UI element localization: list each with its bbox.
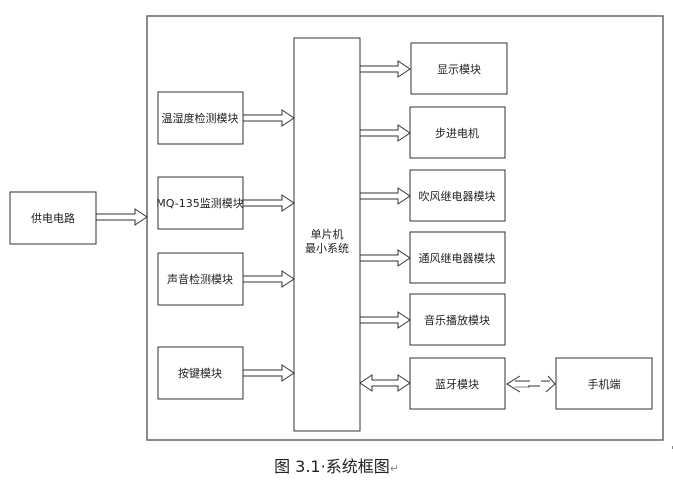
input-label-temp-humidity: 温湿度检测模块 — [162, 111, 239, 125]
power-arrow-shape — [95, 208, 148, 226]
output-label-blow-relay: 吹风继电器模块 — [419, 190, 496, 203]
input-block-mq135: MQ-135监测模块 — [156, 176, 244, 230]
power-supply-label: 供电电路 — [31, 211, 75, 225]
output-block-vent-relay: 通风继电器模块 — [409, 231, 506, 284]
arrow-mcu-to-music — [359, 311, 411, 329]
arrow-mcu-to-vent-relay — [359, 249, 411, 267]
mcu-label-line2: 最小系统 — [305, 242, 349, 255]
phone-label: 手机端 — [588, 377, 621, 391]
mcu-label-line1: 单片机 — [311, 227, 344, 241]
paragraph-mark: ↵ — [389, 462, 399, 475]
input-block-keys: 按键模块 — [157, 346, 244, 400]
power-arrow — [95, 208, 148, 226]
phone-block: 手机端 — [555, 357, 653, 410]
output-block-stepper: 步进电机 — [409, 106, 506, 159]
output-label-display: 显示模块 — [437, 63, 481, 76]
arrow-keys-to-mcu — [242, 364, 295, 382]
caption-text: 图 3.1·系统框图 — [274, 457, 390, 476]
wireless-arrowhead-right — [545, 375, 556, 393]
input-block-sound: 声音检测模块 — [157, 252, 244, 306]
input-label-sound: 声音检测模块 — [167, 272, 233, 286]
figure-caption: 图 3.1·系统框图↵ — [0, 453, 673, 477]
wireless-arrowhead-left — [506, 375, 521, 393]
output-arrows — [359, 60, 411, 392]
arrow-mq135-to-mcu — [242, 194, 295, 212]
mcu-block: 单片机 最小系统 — [293, 37, 361, 432]
power-supply-block: 供电电路 — [9, 191, 97, 245]
output-block-bluetooth: 蓝牙模块 — [409, 357, 506, 410]
output-label-vent-relay: 通风继电器模块 — [419, 252, 496, 265]
arrow-mcu-to-display — [359, 60, 411, 78]
output-label-stepper: 步进电机 — [435, 126, 479, 140]
arrow-temp-humidity-to-mcu — [242, 109, 295, 127]
input-label-mq135: MQ-135监测模块 — [156, 197, 243, 210]
wireless-link — [506, 375, 556, 393]
output-label-music: 音乐播放模块 — [424, 313, 490, 327]
input-block-temp-humidity: 温湿度检测模块 — [157, 91, 244, 145]
output-block-blow-relay: 吹风继电器模块 — [409, 169, 506, 222]
output-block-music: 音乐播放模块 — [409, 293, 506, 346]
system-enclosure — [146, 15, 664, 441]
arrow-mcu-to-bluetooth — [359, 374, 411, 392]
output-label-bluetooth: 蓝牙模块 — [435, 378, 479, 391]
output-block-display: 显示模块 — [410, 42, 508, 95]
arrow-sound-to-mcu — [242, 270, 295, 288]
input-label-keys: 按键模块 — [178, 366, 222, 380]
input-arrows — [242, 109, 295, 382]
arrow-mcu-to-blow-relay — [359, 187, 411, 205]
arrow-mcu-to-stepper — [359, 124, 411, 142]
